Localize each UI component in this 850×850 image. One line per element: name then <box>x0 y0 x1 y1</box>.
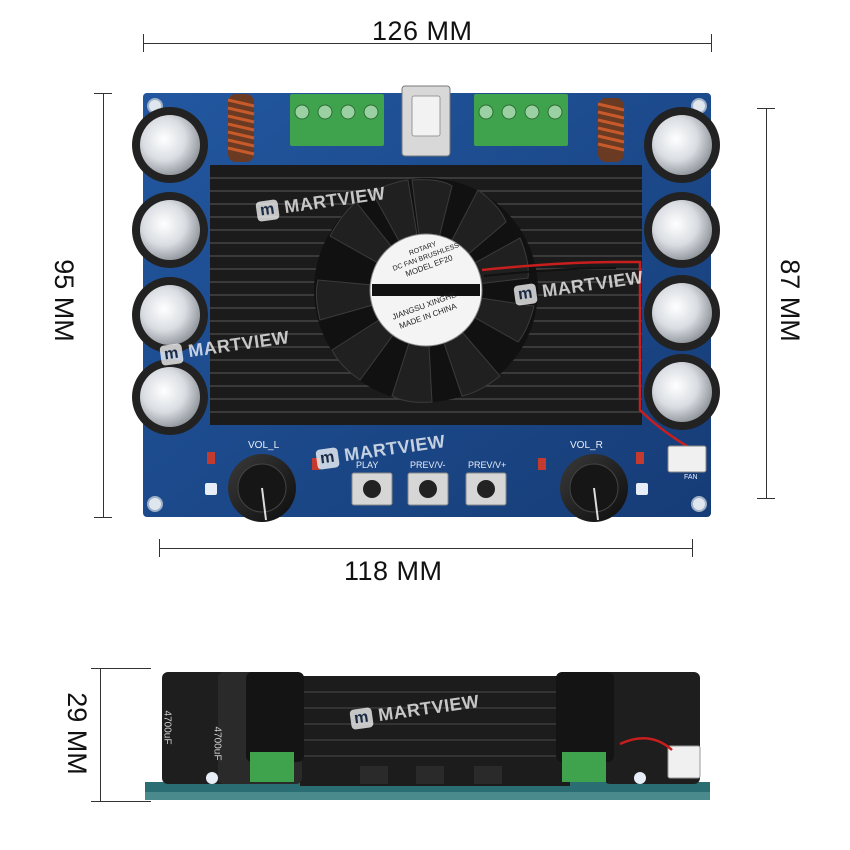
watermark-logo-icon: m <box>255 199 280 223</box>
top-dimension-tick-right <box>711 34 712 52</box>
left-dimension-line <box>103 93 104 517</box>
right-dimension-line <box>766 108 767 498</box>
fan-connector <box>667 445 707 473</box>
prev-down-label: PREV/V- <box>410 460 446 470</box>
top-width-label: 126 MM <box>372 16 473 46</box>
mounting-hole <box>147 496 163 512</box>
fan-wire <box>481 260 691 450</box>
right-dimension-tick-bottom <box>757 498 775 499</box>
dc-jack <box>401 85 451 157</box>
inductor-right <box>597 98 625 162</box>
side-dimension-tick-top <box>91 668 151 669</box>
vol-l-label: VOL_L <box>248 440 280 451</box>
watermark-logo-icon: m <box>349 707 374 731</box>
terminal-block-right <box>474 94 568 146</box>
bottom-width-label: 118 MM <box>344 556 443 586</box>
capacitor-label-left: 4700uF <box>161 710 173 745</box>
leds <box>205 452 648 495</box>
vol-r-label: VOL_R <box>570 440 603 451</box>
right-dimension-tick-top <box>757 108 775 109</box>
amplifier-board-side-view <box>145 672 710 800</box>
prev-up-label: PREV/V+ <box>468 460 507 470</box>
volume-knob-right <box>560 454 628 522</box>
play-label: PLAY <box>356 460 379 470</box>
bottom-dimension-line <box>159 548 692 549</box>
bottom-dimension-tick-left <box>159 539 160 557</box>
capacitor-label-left-2: 4700uF <box>211 726 223 761</box>
capacitors-left <box>132 107 208 435</box>
prev-up-button <box>465 472 507 506</box>
prev-down-button <box>407 472 449 506</box>
terminal-block-left <box>290 94 384 146</box>
watermark-logo-icon: m <box>315 447 340 471</box>
inductor-left <box>227 94 255 162</box>
side-dimension-tick-bottom <box>91 801 151 802</box>
fan-connector-label: FAN <box>684 474 698 481</box>
play-button <box>351 472 393 506</box>
mounting-hole <box>691 496 707 512</box>
side-dimension-line <box>100 668 101 801</box>
top-dimension-tick-left <box>143 34 144 52</box>
cooling-fan <box>314 178 538 403</box>
left-dimension-tick-top <box>94 93 112 94</box>
top-dimension-line <box>143 43 711 44</box>
bottom-dimension-tick-right <box>692 539 693 557</box>
capacitors-right <box>644 107 720 430</box>
watermark-logo-icon: m <box>513 283 538 307</box>
volume-knob-left <box>228 454 296 522</box>
watermark-logo-icon: m <box>159 343 184 367</box>
left-dimension-tick-bottom <box>94 517 112 518</box>
